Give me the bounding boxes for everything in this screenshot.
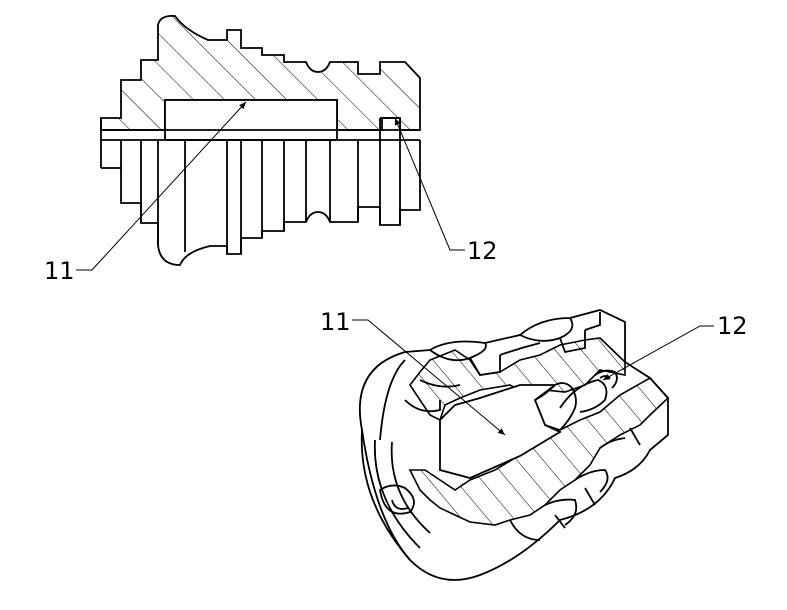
section-view: 11 12 [44,15,498,285]
leader-12-top [394,117,465,251]
callout-11-top: 11 [44,257,75,285]
leader-12-iso [602,325,714,381]
callout-12-iso: 12 [717,312,748,340]
callout-12-top: 12 [467,237,498,265]
leader-11-iso [352,319,506,436]
leader-11-top [76,101,247,271]
lower-body-outline [120,140,421,266]
isometric-view: 11 12 [320,308,748,581]
callout-11-iso: 11 [320,308,351,336]
inner-slot [164,99,338,141]
upper-body-section [100,15,421,131]
